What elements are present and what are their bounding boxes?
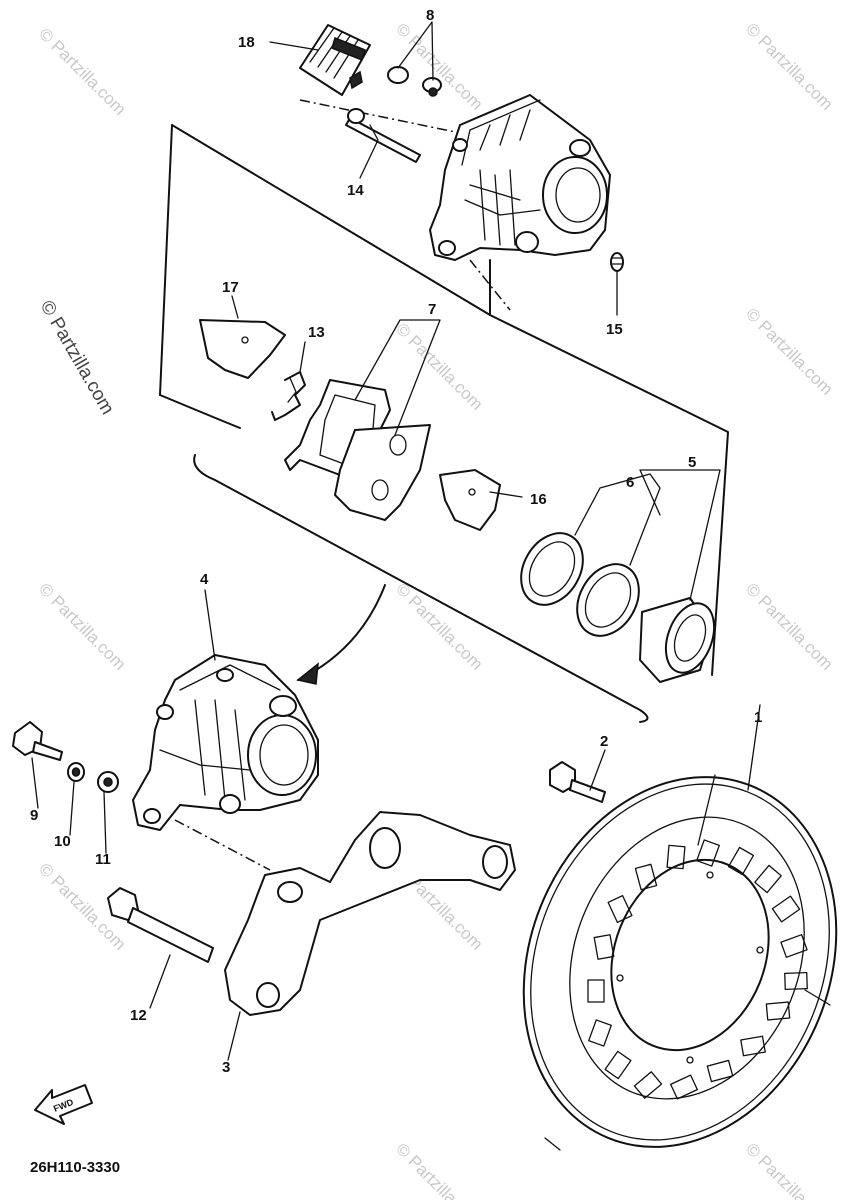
- leader-lines: [31, 21, 761, 1061]
- forward-arrow-icon: FWD: [34, 1084, 93, 1125]
- watermark-text: © Partzilla.com: [35, 579, 129, 673]
- callout-labels: 1 2 3 4 5 6 7 8 9 10 11 12 13 14 15 16 1…: [30, 7, 762, 1076]
- callout-6: 6: [626, 474, 634, 491]
- brake-pads-part: [284, 379, 431, 521]
- washer-10-part: [67, 762, 85, 782]
- callout-11: 11: [95, 851, 111, 868]
- small-cap-part: [610, 252, 624, 272]
- pad-shim-16-part: [439, 469, 501, 531]
- bolt-12-part: [107, 887, 214, 963]
- watermark-text: © Partzilla.com: [392, 1139, 486, 1200]
- bolt-2-part: [549, 761, 606, 803]
- watermark-text: © Partzilla.com: [392, 19, 486, 113]
- callout-18: 18: [238, 34, 255, 51]
- watermark-text: © Partzilla.com: [742, 1139, 836, 1200]
- bleed-screw-part: [387, 66, 442, 97]
- callout-1: 1: [754, 709, 762, 726]
- callout-7: 7: [428, 301, 436, 318]
- caliper-bracket-part: [174, 811, 516, 1016]
- callout-10: 10: [54, 833, 71, 850]
- bolt-9-part: [12, 721, 63, 761]
- watermark-text: © Partzilla.com: [392, 579, 486, 673]
- assembly-arrow: [296, 584, 386, 685]
- callout-16: 16: [530, 491, 547, 508]
- callout-15: 15: [606, 321, 623, 338]
- piston-part: [639, 597, 716, 683]
- washer-11-part: [97, 771, 119, 793]
- caliper-lower-illustration: [132, 654, 319, 831]
- callout-17: 17: [222, 279, 239, 296]
- pad-shim-17-part: [199, 319, 286, 379]
- piston-seals-part: [520, 532, 640, 637]
- watermark-text: © Partzilla.com: [392, 319, 486, 413]
- callout-14: 14: [347, 182, 364, 199]
- callout-9: 9: [30, 807, 38, 824]
- callout-5: 5: [688, 454, 696, 471]
- assembly-bracket-lines: [159, 99, 729, 723]
- pad-spring-part: [271, 371, 306, 421]
- callout-12: 12: [130, 1007, 147, 1024]
- callout-4: 4: [200, 571, 209, 588]
- callout-8: 8: [426, 7, 434, 24]
- pad-pin-part: [345, 108, 421, 163]
- brake-disc-part: [522, 774, 838, 1151]
- watermark-text-vertical: © Partzilla.com: [36, 297, 118, 418]
- watermark-text: © Partzilla.com: [742, 579, 836, 673]
- caliper-top-illustration: [429, 94, 611, 261]
- watermark-text: © Partzilla.com: [742, 19, 836, 113]
- callout-3: 3: [222, 1059, 230, 1076]
- callout-2: 2: [600, 733, 608, 750]
- watermark-text: © Partzilla.com: [35, 24, 129, 118]
- diagram-code: 26H110-3330: [30, 1159, 120, 1176]
- pad-insulator-part: [299, 24, 371, 96]
- callout-13: 13: [308, 324, 325, 341]
- watermark-text: © Partzilla.com: [742, 304, 836, 398]
